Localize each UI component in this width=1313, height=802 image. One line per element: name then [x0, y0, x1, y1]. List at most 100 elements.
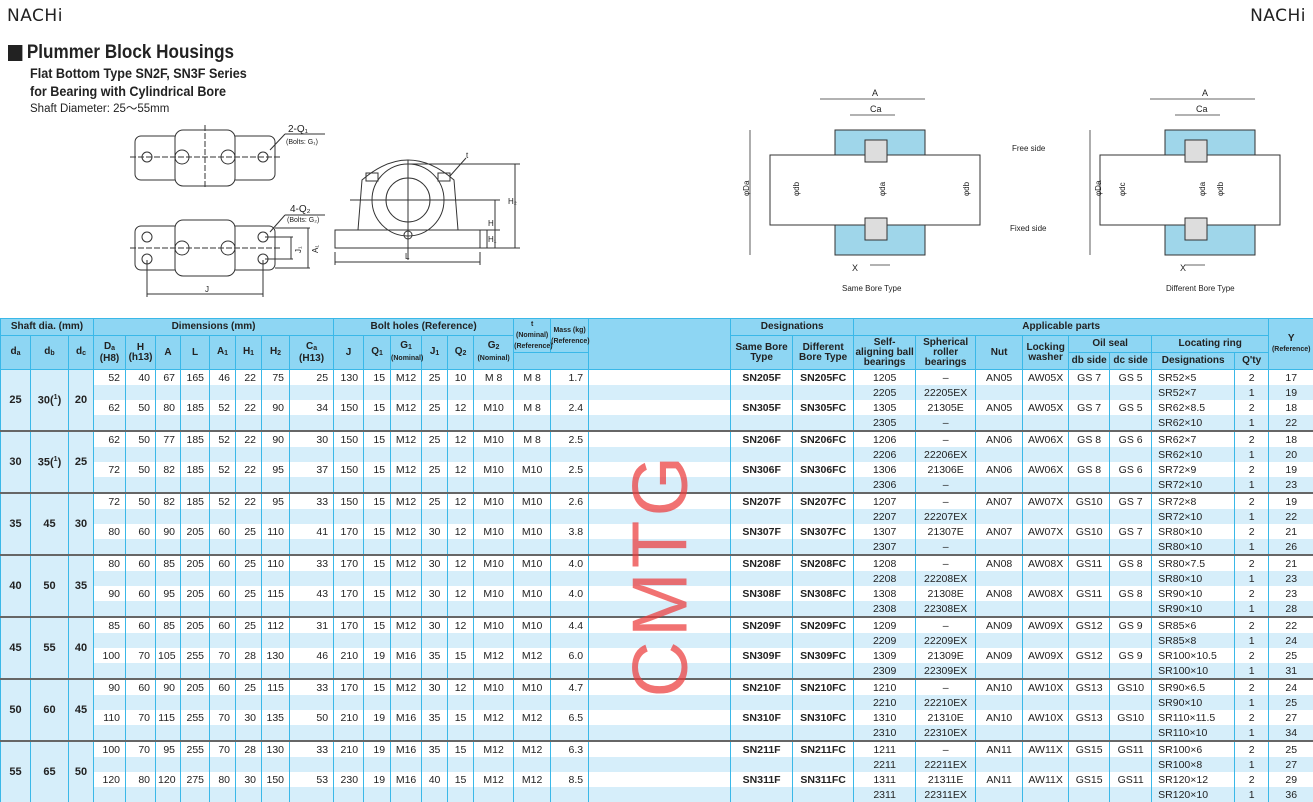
- dim-cell: 50: [290, 710, 334, 725]
- locating-ring-qty: 1: [1235, 447, 1269, 462]
- nut: AN07: [976, 493, 1023, 509]
- dim-cell: 205: [181, 679, 210, 695]
- dim-cell: [448, 633, 474, 648]
- same-bore-designation: [731, 509, 793, 524]
- dim-cell: [290, 509, 334, 524]
- locating-ring-qty: 2: [1235, 370, 1269, 386]
- dim-cell: [391, 509, 422, 524]
- dim-cell: [156, 509, 181, 524]
- dim-cell: [181, 539, 210, 555]
- different-bore-designation: SN308FC: [793, 586, 854, 601]
- dim-cell: [156, 539, 181, 555]
- dim-cell: 12: [448, 493, 474, 509]
- spherical-roller-bearing: 22207EX: [916, 509, 976, 524]
- locking-washer: AW09X: [1023, 648, 1069, 663]
- spherical-roller-bearing: 22209EX: [916, 633, 976, 648]
- locating-ring: SR90×10: [1152, 601, 1235, 617]
- dim-cell: 50: [126, 462, 156, 477]
- dim-cell: 150: [334, 431, 364, 447]
- locating-ring: SR80×10: [1152, 539, 1235, 555]
- header-col-l: L: [181, 336, 210, 370]
- oil-seal-db: GS11: [1069, 586, 1110, 601]
- dim-cell: [551, 695, 589, 710]
- dim-cell: 37: [290, 462, 334, 477]
- dim-cell: 15: [364, 431, 391, 447]
- dim-cell: 25: [422, 493, 448, 509]
- dim-cell: 33: [290, 679, 334, 695]
- dim-cell: [290, 725, 334, 741]
- dim-cell: 105: [156, 648, 181, 663]
- dim-cell: [334, 571, 364, 586]
- dim-cell: 35: [422, 741, 448, 757]
- dim-cell: [181, 571, 210, 586]
- dim-cell: 2.4: [551, 400, 589, 415]
- dim-cell: M10: [514, 617, 551, 633]
- dim-cell: M16: [391, 648, 422, 663]
- dim-cell: [126, 509, 156, 524]
- dim-cell: [422, 757, 448, 772]
- y-value: 19: [1269, 385, 1313, 400]
- dim-cell: 25: [290, 370, 334, 386]
- dim-cell: [210, 663, 236, 679]
- dim-cell: 52: [210, 493, 236, 509]
- dim-cell: 15: [364, 679, 391, 695]
- dim-cell: 22: [236, 370, 262, 386]
- same-bore-designation: [731, 725, 793, 741]
- locating-ring-qty: 1: [1235, 477, 1269, 493]
- header-loc-designations: Designations: [1152, 353, 1235, 370]
- dim-cell: [474, 787, 514, 802]
- dim-cell: [236, 415, 262, 431]
- dim-cell: [126, 601, 156, 617]
- y-value: 18: [1269, 400, 1313, 415]
- dim-cell: [290, 633, 334, 648]
- dim-cell: 52: [94, 370, 126, 386]
- dim-cell: 60: [210, 524, 236, 539]
- dim-cell: [94, 601, 126, 617]
- oil-seal-dc: GS10: [1110, 710, 1152, 725]
- dim-cell: 77: [156, 431, 181, 447]
- dim-cell: [474, 695, 514, 710]
- shaft-da: 45: [1, 617, 31, 679]
- dim-cell: [262, 385, 290, 400]
- self-aligning-bearing: 1306: [854, 462, 916, 477]
- dim-cell: 67: [156, 370, 181, 386]
- different-bore-designation: [793, 385, 854, 400]
- label-bolts-g2: (Bolts: G₂): [287, 217, 319, 224]
- same-bore-designation: SN309F: [731, 648, 793, 663]
- oil-seal-dc: GS 7: [1110, 524, 1152, 539]
- oil-seal-db: [1069, 509, 1110, 524]
- label-a1: A₁: [311, 245, 320, 253]
- dim-cell: [236, 601, 262, 617]
- dim-cell: [94, 415, 126, 431]
- dim-cell: [551, 725, 589, 741]
- dim-cell: [391, 539, 422, 555]
- dim-cell: [334, 601, 364, 617]
- dim-cell: 19: [364, 648, 391, 663]
- dim-cell: 25: [236, 555, 262, 571]
- label-x-same: X: [852, 263, 858, 273]
- locking-washer: AW08X: [1023, 555, 1069, 571]
- dim-cell: 150: [334, 493, 364, 509]
- nut: [976, 415, 1023, 431]
- same-bore-designation: SN205F: [731, 370, 793, 386]
- dim-cell: [448, 787, 474, 802]
- label-2-q1: 2-Q₁: [288, 124, 309, 135]
- dim-cell: [448, 385, 474, 400]
- dim-cell: M10: [514, 493, 551, 509]
- different-bore-designation: [793, 663, 854, 679]
- dim-cell: 150: [262, 772, 290, 787]
- dim-cell: 70: [210, 648, 236, 663]
- dim-cell: [210, 633, 236, 648]
- dimension-table: Shaft dia. (mm)Dimensions (mm)Bolt holes…: [0, 318, 1313, 802]
- oil-seal-dc: [1110, 601, 1152, 617]
- label-ca-same: Ca: [870, 104, 882, 114]
- dim-cell: 25: [236, 524, 262, 539]
- dim-cell: 115: [262, 586, 290, 601]
- locating-ring-qty: 1: [1235, 695, 1269, 710]
- dim-cell: 72: [94, 462, 126, 477]
- y-value: 20: [1269, 447, 1313, 462]
